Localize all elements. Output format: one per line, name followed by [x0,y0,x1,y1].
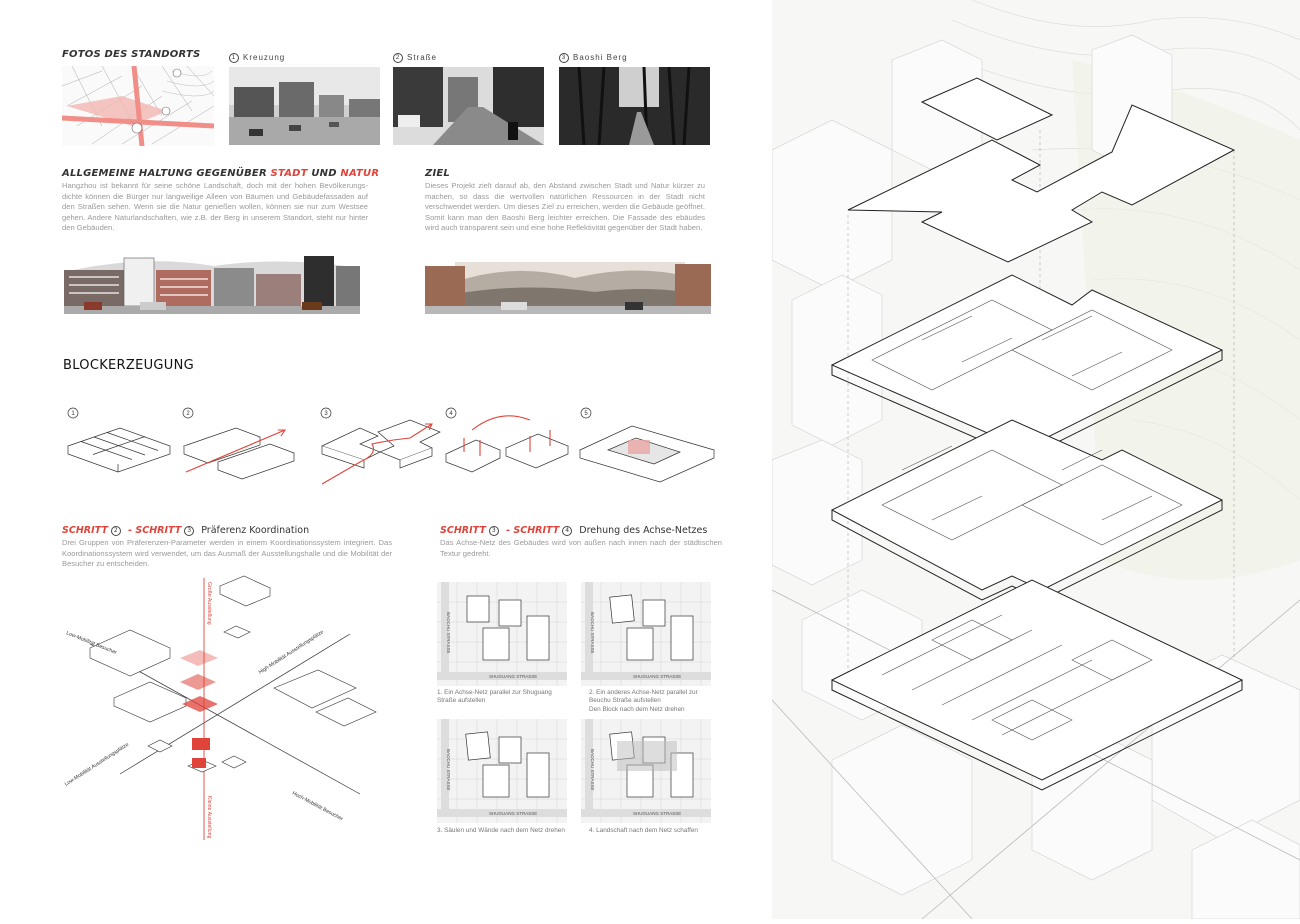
photo-baoshi-berg [559,67,710,145]
step-4-num: 4 [449,411,453,417]
pref-text: Drei Gruppen von Präferenzen-Parameter w… [62,538,392,569]
attitude-text: Hangzhou ist bekannt für seine schöne La… [62,181,368,233]
axis-text: Das Achse-Netz des Gebäudes wird von auß… [440,538,722,558]
grid-plan-4: SHUGUANG STRASSE BAOCHU STRASSE [581,719,711,823]
goal-text: Dieses Projekt zielt darauf ab, den Abst… [425,181,705,233]
pref-schritt-1: SCHRITT [62,525,108,536]
pref-heading: SCHRITT 2 - SCHRITT 3 Präferenz Koordina… [62,525,309,536]
street-v-3: BAOCHU STRASSE [446,749,451,791]
attitude-title-natur: NATUR [340,168,380,179]
caption-2-line-1: 2. Ein anderes Achse-Netz parallel zur B… [589,689,698,705]
attitude-title-stadt: STADT [270,168,308,179]
photo-3-num: 3 [559,53,569,63]
roof-plate [847,104,1236,263]
photo-2-label: 2 Straße [393,53,437,63]
axis-label-grosse: Große Ausstellung [206,582,212,625]
step-3-arrow [321,423,433,485]
step-3-num: 3 [324,411,328,417]
pref-dash: - [124,525,136,536]
photo-2-num: 2 [393,53,403,63]
pref-num-2: 3 [184,525,195,536]
attitude-title-und: UND [307,168,341,179]
step-1-num: 1 [71,411,75,417]
axis-num-2: 4 [562,525,573,536]
street-v-2: BAOCHU STRASSE [590,612,595,654]
photo-1-num: 1 [229,53,239,63]
street-v-1: BAOCHU STRASSE [446,612,451,654]
photos-title: FOTOS DES STANDORTS [62,49,201,60]
step-5-num: 5 [584,411,588,417]
axis-dash: - [502,525,514,536]
attitude-title-part1: ALLGEMEINE HALTUNG GEGENÜBER [62,168,271,179]
photo-1-name: Kreuzung [243,53,286,63]
caption-1: 1. Ein Achse-Netz parallel zur Shuguang … [437,689,552,705]
step-1-num-circle [67,407,79,419]
coordination-diagram: Low-Mobilität Besucher Hoch-Mobilität Be… [64,575,377,840]
grid-plan-2: SHUGUANG STRASSE BAOCHU STRASSE [581,582,711,686]
street-h-3: SHUGUANG STRASSE [489,811,537,816]
caption-2: 2. Ein anderes Achse-Netz parallel zur B… [589,689,715,714]
grid-plan-3: SHUGUANG STRASSE BAOCHU STRASSE [437,719,567,823]
axis-title: Drehung des Achse-Netzes [579,525,708,536]
axis-label-low-place: Low-Mobilität Ausstellungsplätze [64,742,130,788]
street-h-4: SHUGUANG STRASSE [633,811,681,816]
photo-3-label: 3 Baoshi Berg [559,53,628,63]
goal-title: ZIEL [425,168,450,179]
axis-schritt-2: SCHRITT [513,525,560,536]
step-4-arrow [471,415,531,431]
step-2-num: 2 [186,411,190,417]
photo-2-name: Straße [407,53,438,63]
attitude-title: ALLGEMEINE HALTUNG GEGENÜBER STADT UND N… [62,168,379,179]
caption-4: 4. Landschaft nach dem Netz schaffen [589,827,698,834]
nature-collage [425,252,711,314]
photo-3-name: Baoshi Berg [573,53,628,63]
site-map [61,65,215,147]
axis-num-1: 3 [488,525,499,536]
caption-2-line-2: Den Block nach dem Netz drehen [589,705,685,713]
street-h-2: SHUGUANG STRASSE [633,674,681,679]
axis-label-high-mob: Hoch-Mobilität Besucher [291,790,344,822]
grid-plan-1: SHUGUANG STRASSE BAOCHU STRASSE [437,582,567,686]
street-v-4: BAOCHU STRASSE [590,749,595,791]
pref-title: Präferenz Koordination [201,525,310,536]
block-steps-diagram: 1 2 3 4 5 [66,407,716,485]
pref-schritt-2: SCHRITT [135,525,182,536]
axis-label-kleine: Kleine Ausstellung [206,796,212,839]
street-h-1: SHUGUANG STRASSE [489,674,537,679]
photo-1-label: 1 Kreuzung [229,53,285,63]
photo-kreuzung [229,67,380,145]
step-2-arrow [185,429,286,473]
axis-label-high-place: High-Mobilität Ausstellungsplätze [258,629,325,676]
exploded-axonometric [771,0,1300,920]
caption-3: 3. Säulen und Wände nach dem Netz drehen [437,827,565,834]
city-collage [64,252,360,314]
block-title: BLOCKERZEUGUNG [63,358,195,373]
axis-heading: SCHRITT 3 - SCHRITT 4 Drehung des Achse-… [440,525,707,536]
photo-strasse [393,67,544,145]
pref-num-1: 2 [110,525,121,536]
axis-schritt-1: SCHRITT [440,525,486,536]
